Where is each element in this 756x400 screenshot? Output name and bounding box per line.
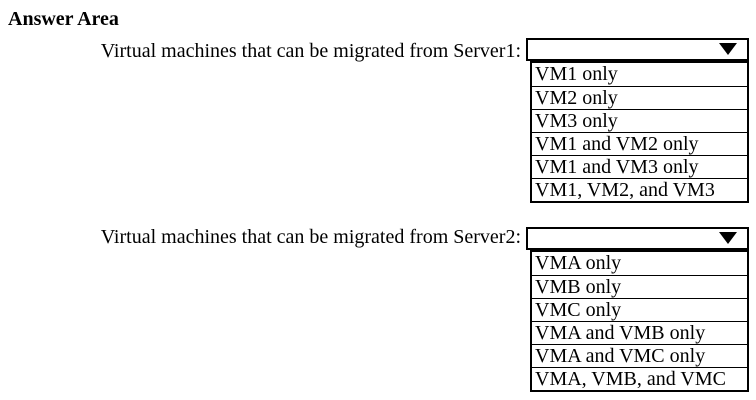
- server2-dropdown[interactable]: [526, 227, 749, 250]
- caret-down-icon: [719, 232, 737, 244]
- dropdown-option[interactable]: VM1 and VM3 only: [532, 155, 747, 178]
- server2-options-list: VMA only VMB only VMC only VMA and VMB o…: [530, 250, 749, 392]
- dropdown-option[interactable]: VMA, VMB, and VMC: [532, 367, 747, 390]
- question1-label: Virtual machines that can be migrated fr…: [100, 40, 521, 62]
- caret-down-icon: [719, 43, 737, 55]
- page-title: Answer Area: [8, 8, 119, 30]
- dropdown-option[interactable]: VMB only: [532, 275, 747, 298]
- dropdown-option[interactable]: VMA only: [535, 252, 622, 274]
- server1-options-list: VM1 only VM2 only VM3 only VM1 and VM2 o…: [530, 61, 749, 203]
- server1-dropdown[interactable]: [526, 38, 749, 61]
- dropdown-option[interactable]: VM1 only: [535, 63, 618, 85]
- question2-label: Virtual machines that can be migrated fr…: [100, 226, 521, 248]
- dropdown-option[interactable]: VM2 only: [532, 86, 747, 109]
- dropdown-option[interactable]: VM1 and VM2 only: [532, 132, 747, 155]
- dropdown-option[interactable]: VMA and VMB only: [532, 321, 747, 344]
- dropdown-option[interactable]: VMC only: [532, 298, 747, 321]
- dropdown-option[interactable]: VM3 only: [532, 109, 747, 132]
- dropdown-option[interactable]: VMA and VMC only: [532, 344, 747, 367]
- dropdown-option[interactable]: VM1, VM2, and VM3: [532, 178, 747, 201]
